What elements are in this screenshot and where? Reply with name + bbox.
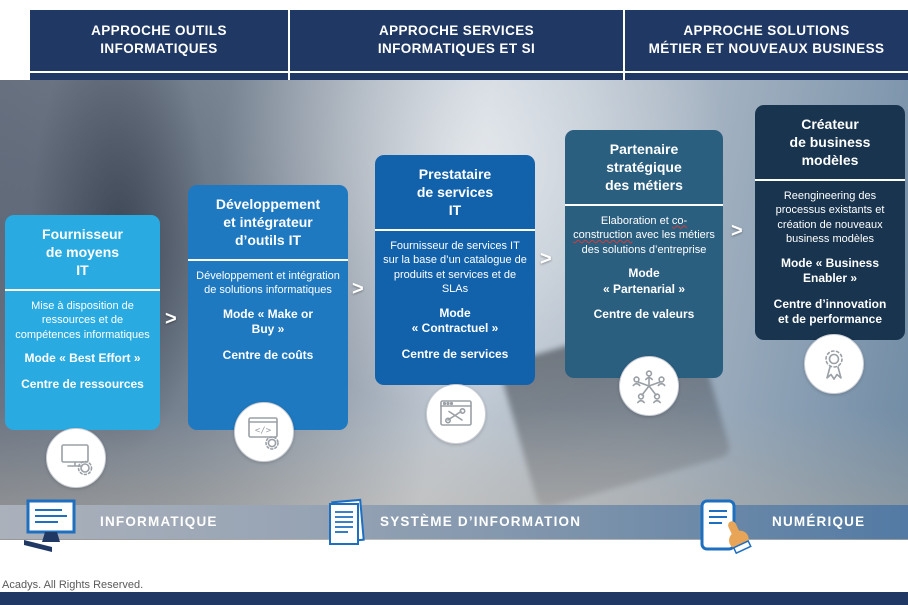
card-centre: Centre de ressources xyxy=(21,376,144,391)
card-centre: Centre de coûts xyxy=(222,347,314,362)
card-description: Développement et intégration de solution… xyxy=(196,269,340,297)
smartphone-hand-icon xyxy=(694,498,758,559)
card-description: Mise à disposition de ressources et de c… xyxy=(15,299,150,341)
card-description-part: avec les métiers des solutions d’entrepr… xyxy=(581,229,715,256)
next-arrow: > xyxy=(165,308,177,330)
header-col-outils-informatiques: APPROCHE OUTILS INFORMATIQUES xyxy=(30,10,288,80)
header-label: APPROCHE SOLUTIONS MÉTIER ET NOUVEAUX BU… xyxy=(648,22,885,56)
band-label-numerique: NUMÉRIQUE xyxy=(772,514,866,529)
bottom-navy-strip xyxy=(0,592,908,605)
card-body: Développement et intégration de solution… xyxy=(188,261,348,374)
tools-window-icon xyxy=(426,384,486,444)
header-label: APPROCHE SERVICES INFORMATIQUES ET SI xyxy=(377,22,536,56)
monitor-gear-icon xyxy=(46,428,106,488)
card-title: Prestataire de services IT xyxy=(375,155,535,231)
card-body: Elaboration et co-construction avec les … xyxy=(565,206,723,333)
copyright-text: Acadys. All Rights Reserved. xyxy=(2,579,144,591)
next-arrow: > xyxy=(731,220,743,242)
card-mode: Mode « Make or Buy » xyxy=(222,306,314,337)
header-label: APPROCHE OUTILS INFORMATIQUES xyxy=(91,22,227,56)
card-description: Fournisseur de services IT sur la base d… xyxy=(383,239,527,296)
card-body: Mise à disposition de ressources et de c… xyxy=(5,291,160,403)
header-divider-line xyxy=(30,71,908,73)
card-body: Reengineering des processus existants et… xyxy=(755,181,905,338)
card-centre: Centre d’innovation et de performance xyxy=(773,296,887,327)
next-arrow: > xyxy=(540,248,552,270)
card-title: Partenaire stratégique des métiers xyxy=(565,130,723,206)
card-centre: Centre de services xyxy=(401,346,509,361)
code-gear-icon: </> xyxy=(234,402,294,462)
card-fournisseur-de-moyens-it: Fournisseur de moyens IT Mise à disposit… xyxy=(5,215,160,430)
header-col-solutions-metier: APPROCHE SOLUTIONS MÉTIER ET NOUVEAUX BU… xyxy=(625,10,908,80)
card-mode: Mode « Partenarial » xyxy=(602,266,686,296)
monitor-icon xyxy=(18,496,84,559)
header-col-services-informatiques: APPROCHE SERVICES INFORMATIQUES ET SI xyxy=(288,10,625,80)
card-centre: Centre de valeurs xyxy=(593,307,695,322)
card-description-part: Elaboration et xyxy=(600,214,672,227)
card-description: Reengineering des processus existants et… xyxy=(775,189,885,246)
band-label-informatique: INFORMATIQUE xyxy=(100,514,218,529)
card-createur-de-business-modeles: Créateur de business modèles Reengineeri… xyxy=(755,105,905,340)
card-title: Développement et intégrateur d’outils IT xyxy=(188,185,348,261)
next-arrow: > xyxy=(352,278,364,300)
card-mode: Mode « Best Effort » xyxy=(24,351,141,366)
card-mode: Mode « Contractuel » xyxy=(411,305,499,336)
svg-text:</>: </> xyxy=(255,426,272,436)
card-developpement-integrateur-outils-it: Développement et intégrateur d’outils IT… xyxy=(188,185,348,430)
card-description-highlight: co-construction xyxy=(573,214,688,242)
card-prestataire-de-services-it: Prestataire de services IT Fournisseur d… xyxy=(375,155,535,385)
card-mode: Mode « Business Enabler » xyxy=(780,255,880,286)
documents-icon xyxy=(318,498,372,555)
maturity-axis-band xyxy=(0,505,908,539)
card-body: Fournisseur de services IT sur la base d… xyxy=(375,231,535,373)
card-title: Créateur de business modèles xyxy=(755,105,905,181)
card-title: Fournisseur de moyens IT xyxy=(5,215,160,291)
card-description: Elaboration et co-construction avec les … xyxy=(573,214,715,258)
ribbon-gear-icon xyxy=(804,334,864,394)
header-band: APPROCHE OUTILS INFORMATIQUES APPROCHE S… xyxy=(30,10,908,80)
people-network-icon xyxy=(619,356,679,416)
card-partenaire-strategique-des-metiers: Partenaire stratégique des métiers Elabo… xyxy=(565,130,723,378)
band-label-systeme-information: SYSTÈME D’INFORMATION xyxy=(380,514,582,529)
